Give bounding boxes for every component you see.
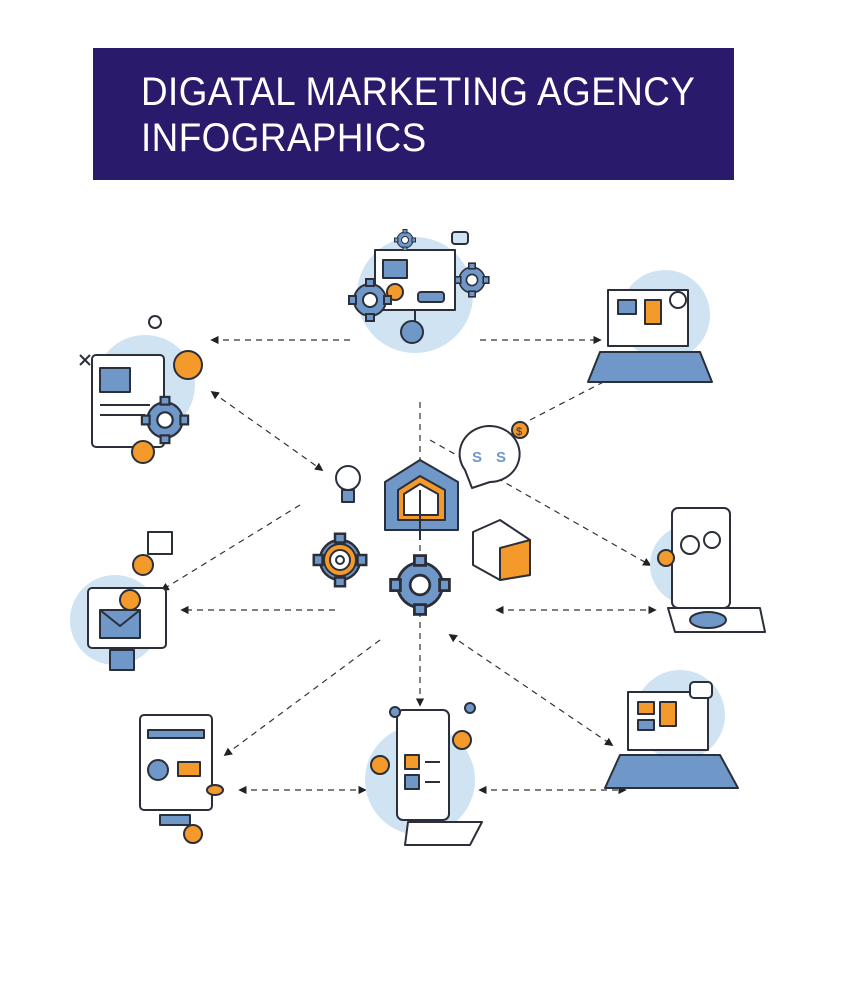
laptop-illustration-top-right — [587, 270, 713, 383]
title-line-2: INFOGRAPHICS — [141, 116, 427, 160]
currency-speech-bubble-icon: S S $ — [458, 421, 529, 489]
currency-symbol: S — [472, 449, 482, 466]
marketing-monitor-illustration — [79, 315, 203, 464]
title-banner: DIGATAL MARKETING AGENCY INFOGRAPHICS — [93, 48, 734, 180]
arrow-lower-right — [448, 634, 614, 746]
email-monitor-illustration — [70, 531, 173, 671]
arrow-lower-left — [223, 639, 381, 757]
laptop-illustration-bottom-right — [604, 670, 739, 789]
lightbulb-icon — [335, 465, 361, 503]
tablet-illustration — [650, 507, 766, 633]
settings-gear-icon — [389, 554, 451, 616]
title-line-1: DIGATAL MARKETING AGENCY — [141, 70, 696, 114]
arrow-to-email — [160, 504, 301, 591]
smartphone-illustration — [365, 702, 483, 846]
arrow-to-tablet — [429, 439, 652, 566]
dollar-coin-symbol: $ — [516, 426, 522, 438]
at-sign-gear-icon — [312, 532, 368, 588]
presentation-board-illustration — [348, 229, 490, 353]
building-icon — [384, 459, 459, 540]
currency-symbol: S — [496, 449, 506, 466]
arrow-to-laptop — [529, 375, 617, 421]
connector-lines — [160, 335, 657, 795]
arrow-upper-left — [210, 391, 324, 471]
envelope-box-icon — [472, 519, 531, 581]
analytics-monitor-illustration — [139, 714, 224, 844]
